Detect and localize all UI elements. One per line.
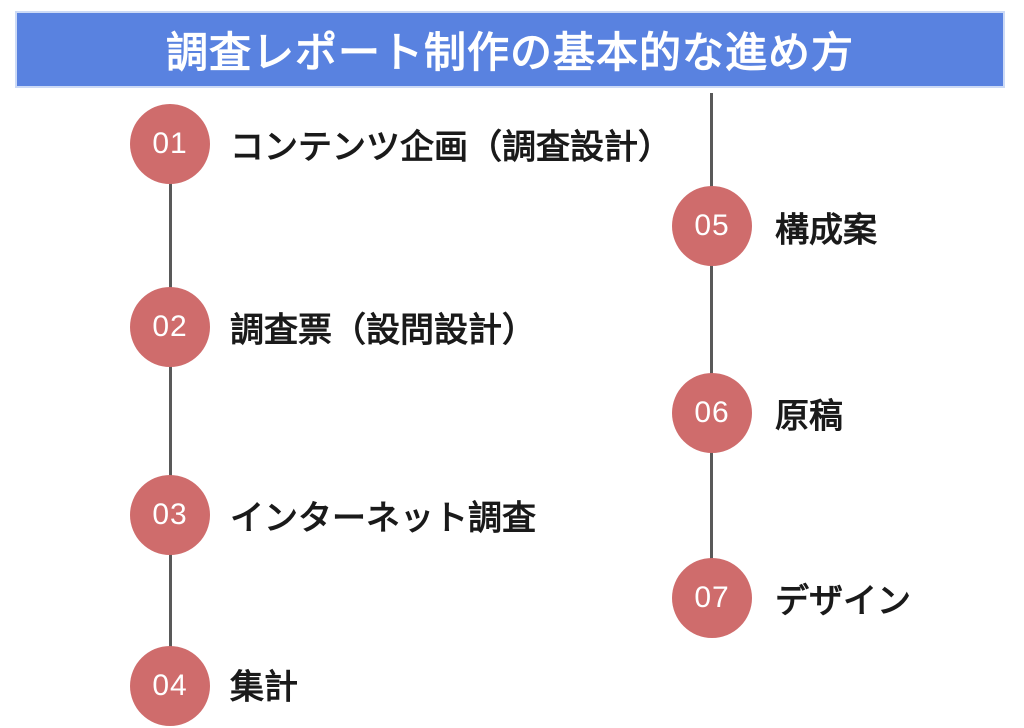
step-number-07: 07 xyxy=(694,581,730,614)
connector-line-left xyxy=(169,144,172,687)
step-number-02: 02 xyxy=(152,310,188,343)
connector-line-right xyxy=(710,93,713,598)
step-label-02: 調査票（設問設計） xyxy=(230,311,536,350)
step-number-05: 05 xyxy=(694,209,730,242)
step-label-05: 構成案 xyxy=(775,211,877,250)
step-label-04: 集計 xyxy=(230,668,298,707)
step-circle-04: 04 xyxy=(130,646,210,726)
step-circle-06: 06 xyxy=(672,373,752,453)
step-label-01: コンテンツ企画（調査設計） xyxy=(230,128,672,167)
step-number-06: 06 xyxy=(694,396,730,429)
step-circle-03: 03 xyxy=(130,475,210,555)
step-circle-02: 02 xyxy=(130,287,210,367)
step-circle-07: 07 xyxy=(672,558,752,638)
step-label-06: 原稿 xyxy=(775,397,843,436)
step-circle-01: 01 xyxy=(130,104,210,184)
step-circle-05: 05 xyxy=(672,186,752,266)
step-number-04: 04 xyxy=(152,669,188,702)
step-label-07: デザイン xyxy=(775,582,911,621)
step-number-01: 01 xyxy=(152,127,188,160)
title-banner: 調査レポート制作の基本的な進め方 xyxy=(15,11,1005,88)
page-title: 調査レポート制作の基本的な進め方 xyxy=(165,29,854,76)
step-label-03: インターネット調査 xyxy=(230,499,536,538)
step-number-03: 03 xyxy=(152,498,188,531)
